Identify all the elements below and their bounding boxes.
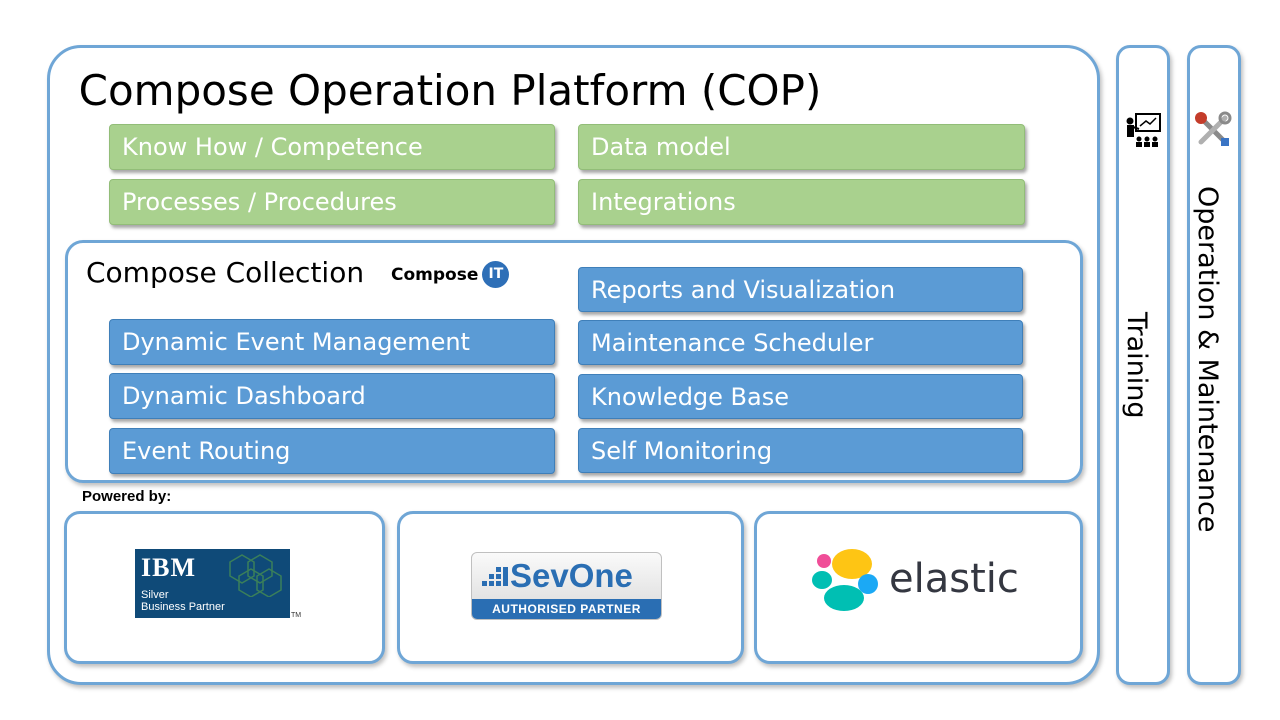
ibm-tier: Silver [141, 589, 169, 601]
sevone-tagline: AUTHORISED PARTNER [472, 599, 661, 619]
item-dynamic-dashboard: Dynamic Dashboard [109, 373, 555, 419]
compose-it-badge: IT [482, 261, 510, 288]
elastic-logo-icon [812, 549, 878, 611]
item-event-routing: Event Routing [109, 428, 555, 474]
compose-it-brand: Compose [391, 264, 479, 285]
elastic-panel [754, 511, 1083, 664]
item-dynamic-event-management: Dynamic Event Management [109, 319, 555, 365]
tools-icon [1195, 111, 1232, 146]
ibm-logo: IBM Silver Business Partner [135, 549, 290, 618]
box-processes: Processes / Procedures [109, 179, 555, 225]
item-knowledge-base: Knowledge Base [578, 374, 1023, 419]
sevone-bars-icon [482, 567, 508, 586]
training-label: Training [1121, 312, 1152, 419]
elastic-wordmark: elastic [889, 556, 1019, 602]
item-self-monitoring: Self Monitoring [578, 428, 1023, 473]
powered-by-label: Powered by: [82, 488, 172, 505]
training-panel [1116, 45, 1170, 685]
ibm-trademark: TM [291, 612, 302, 619]
compose-it-logo: Compose IT [391, 261, 510, 288]
item-maintenance-scheduler: Maintenance Scheduler [578, 320, 1023, 365]
ibm-hexagon-icon [229, 554, 282, 597]
operation-panel [1187, 45, 1241, 685]
ibm-wordmark: IBM [141, 553, 196, 582]
compose-collection-panel [65, 240, 1083, 483]
box-integrations: Integrations [578, 179, 1025, 225]
box-data-model: Data model [578, 124, 1025, 170]
presentation-icon [1126, 113, 1161, 147]
box-know-how: Know How / Competence [109, 124, 555, 170]
operation-label: Operation & Maintenance [1192, 186, 1223, 533]
sevone-wordmark: SevOne [510, 557, 633, 594]
page-title: Compose Operation Platform (COP) [78, 66, 822, 115]
sevone-logo: SevOne AUTHORISED PARTNER [471, 552, 662, 620]
item-reports-visualization: Reports and Visualization [578, 267, 1023, 312]
collection-title: Compose Collection [86, 256, 365, 289]
ibm-partner-label: Business Partner [141, 601, 225, 613]
